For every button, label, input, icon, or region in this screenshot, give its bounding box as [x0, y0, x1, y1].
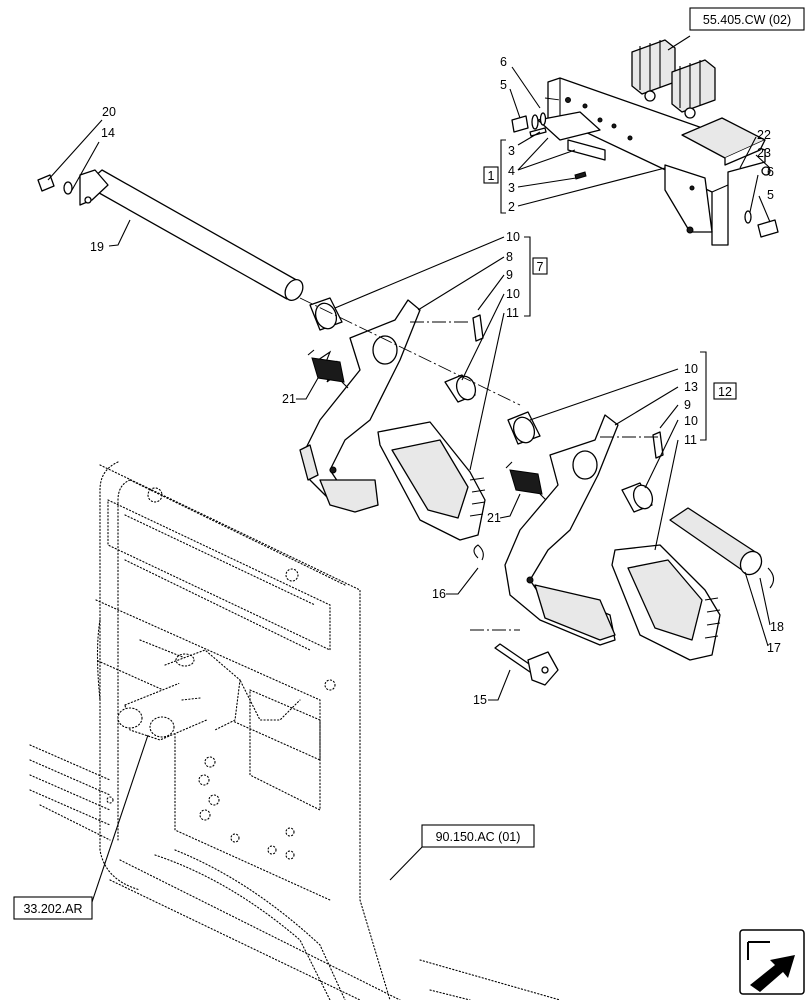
callout-13: 13 [684, 380, 698, 394]
brake-pedal-left [299, 297, 486, 541]
callout-20: 20 [102, 105, 116, 119]
reference-top-label[interactable]: 55.405.CW (02) [703, 13, 791, 27]
mounting-bracket [537, 77, 766, 246]
pedal-latch-tube [669, 507, 775, 589]
spring-right [505, 461, 547, 501]
callout-15: 15 [473, 693, 487, 707]
bushing-right [621, 431, 664, 513]
callout-21-b: 21 [487, 511, 501, 525]
cab-frame-outline [29, 461, 561, 1000]
bushing-left [444, 314, 484, 403]
callout-19: 19 [90, 240, 104, 254]
callout-11-b: 11 [684, 433, 697, 447]
group-box-1[interactable]: 1 [483, 166, 499, 184]
callout-8: 8 [506, 250, 513, 264]
group-box-12-label[interactable]: 12 [718, 385, 732, 399]
assembly-axis-lines [299, 97, 660, 631]
callout-21-a: 21 [282, 392, 296, 406]
group-box-7[interactable]: 7 [532, 257, 548, 275]
callout-14: 14 [101, 126, 115, 140]
brake-pedal-right [504, 411, 721, 661]
retaining-clip [473, 544, 484, 561]
callout-9-b: 9 [684, 398, 691, 412]
group-box-12[interactable]: 12 [713, 382, 737, 400]
leader-lines [47, 35, 771, 909]
electrical-connectors [631, 39, 716, 119]
callout-4: 4 [508, 164, 515, 178]
spring-left [307, 349, 349, 389]
callout-6-right: 6 [767, 165, 774, 179]
callout-18: 18 [770, 620, 784, 634]
group-brackets [500, 139, 707, 441]
group-box-1-label[interactable]: 1 [488, 169, 495, 183]
latch-pin [494, 643, 559, 686]
callout-11-a: 11 [506, 306, 519, 320]
callout-16: 16 [432, 587, 446, 601]
reference-cab[interactable]: 90.150.AC (01) [421, 824, 535, 848]
callout-2: 2 [508, 200, 515, 214]
reference-top[interactable]: 55.405.CW (02) [689, 7, 805, 31]
callout-3-lower: 3 [508, 181, 515, 195]
callout-17: 17 [767, 641, 781, 655]
callout-22: 22 [757, 128, 771, 142]
next-page-arrow-icon[interactable] [739, 929, 805, 995]
callout-23: 23 [757, 146, 771, 160]
callout-numbers: 20 14 19 6 5 3 4 3 2 22 23 6 5 10 8 9 10… [90, 55, 784, 707]
callout-10-d: 10 [684, 414, 698, 428]
callout-10-a: 10 [506, 230, 520, 244]
master-cylinder-outline [117, 649, 241, 741]
reference-cab-label[interactable]: 90.150.AC (01) [436, 830, 521, 844]
callout-9-a: 9 [506, 268, 513, 282]
callout-5-top: 5 [500, 78, 507, 92]
group-box-7-label[interactable]: 7 [537, 260, 544, 274]
callout-5-right: 5 [767, 188, 774, 202]
callout-10-c: 10 [684, 362, 698, 376]
pivot-shaft [37, 169, 304, 301]
callout-6-top: 6 [500, 55, 507, 69]
callout-10-b: 10 [506, 287, 520, 301]
callout-3-upper: 3 [508, 144, 515, 158]
reference-cylinder-label[interactable]: 33.202.AR [23, 902, 82, 916]
reference-cylinder[interactable]: 33.202.AR [13, 896, 93, 920]
